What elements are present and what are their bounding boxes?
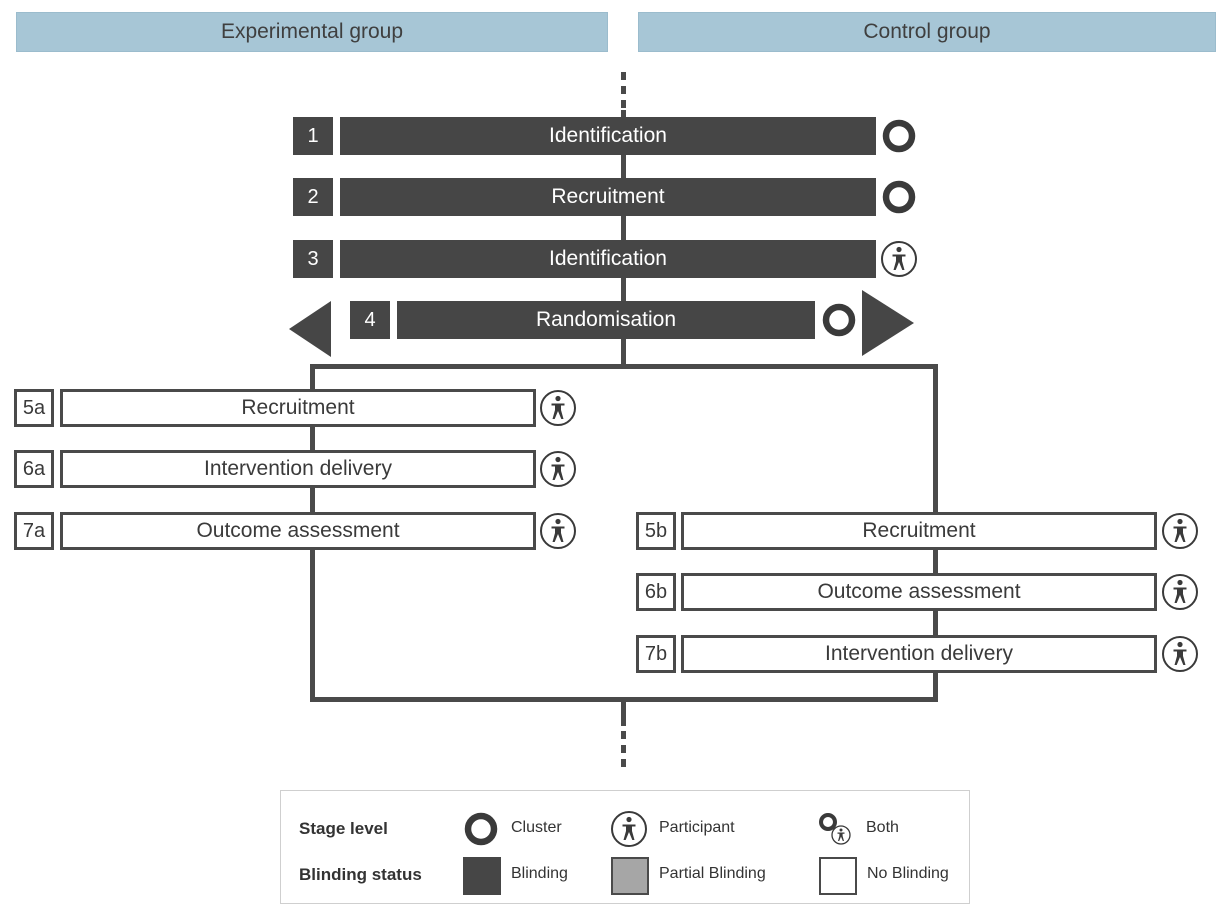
stage-number: 6b xyxy=(636,573,676,611)
blinding-swatch xyxy=(463,857,501,895)
participant-icon xyxy=(538,449,578,489)
stage-number: 1 xyxy=(293,117,333,155)
stage-number: 5b xyxy=(636,512,676,550)
stage-number: 6a xyxy=(14,450,54,488)
legend-stage-level-title: Stage level xyxy=(299,819,388,838)
stage-number: 7a xyxy=(14,512,54,550)
dashed-connector xyxy=(621,86,626,94)
partial-blinding-swatch xyxy=(611,857,649,895)
dashed-connector xyxy=(621,745,626,753)
participant-icon xyxy=(879,239,919,279)
cluster-ring-icon xyxy=(879,116,919,156)
no-blinding-swatch xyxy=(819,857,857,895)
dashed-connector xyxy=(621,759,626,767)
legend-blinding-label: Blinding xyxy=(511,865,568,882)
legend-cluster-label: Cluster xyxy=(511,819,562,836)
cluster-ring-icon xyxy=(461,809,501,849)
participant-icon xyxy=(1160,634,1200,674)
cluster-ring-icon xyxy=(879,177,919,217)
participant-icon xyxy=(1160,572,1200,612)
left-arrow-icon xyxy=(289,301,331,357)
stage-number: 3 xyxy=(293,240,333,278)
stage-bar-randomisation: Randomisation xyxy=(397,301,815,339)
legend-no-blinding-label: No Blinding xyxy=(867,865,949,882)
participant-icon xyxy=(538,388,578,428)
stage-bar-recruitment: Recruitment xyxy=(60,389,536,427)
stage-bar-recruitment: Recruitment xyxy=(340,178,876,216)
stage-bar-outcome-assessment: Outcome assessment xyxy=(681,573,1157,611)
stage-number: 5a xyxy=(14,389,54,427)
dashed-connector xyxy=(621,731,626,739)
branch-bottom-line xyxy=(310,697,938,702)
legend: Stage level Cluster Participant Both Bli… xyxy=(280,790,970,904)
participant-icon xyxy=(609,809,649,849)
legend-partial-blinding-label: Partial Blinding xyxy=(659,865,766,882)
stage-bar-intervention-delivery: Intervention delivery xyxy=(681,635,1157,673)
legend-blinding-status-title: Blinding status xyxy=(299,865,422,884)
central-spine-line xyxy=(621,110,626,366)
both-levels-icon xyxy=(819,813,851,845)
stage-bar-intervention-delivery: Intervention delivery xyxy=(60,450,536,488)
participant-icon xyxy=(538,511,578,551)
participant-icon xyxy=(1160,511,1200,551)
stage-number: 4 xyxy=(350,301,390,339)
stage-bar-outcome-assessment: Outcome assessment xyxy=(60,512,536,550)
stage-number: 7b xyxy=(636,635,676,673)
legend-participant-label: Participant xyxy=(659,819,735,836)
experimental-group-header: Experimental group xyxy=(16,12,608,52)
right-arrow-icon xyxy=(862,290,914,356)
branch-top-line xyxy=(310,364,938,369)
dashed-connector xyxy=(621,72,626,80)
stage-bar-recruitment: Recruitment xyxy=(681,512,1157,550)
stage-number: 2 xyxy=(293,178,333,216)
legend-both-label: Both xyxy=(866,819,899,836)
control-group-header: Control group xyxy=(638,12,1216,52)
stage-bar-identification: Identification xyxy=(340,240,876,278)
cluster-ring-icon xyxy=(819,300,859,340)
bottom-spine-line xyxy=(621,700,626,726)
dashed-connector xyxy=(621,100,626,108)
stage-bar-identification: Identification xyxy=(340,117,876,155)
